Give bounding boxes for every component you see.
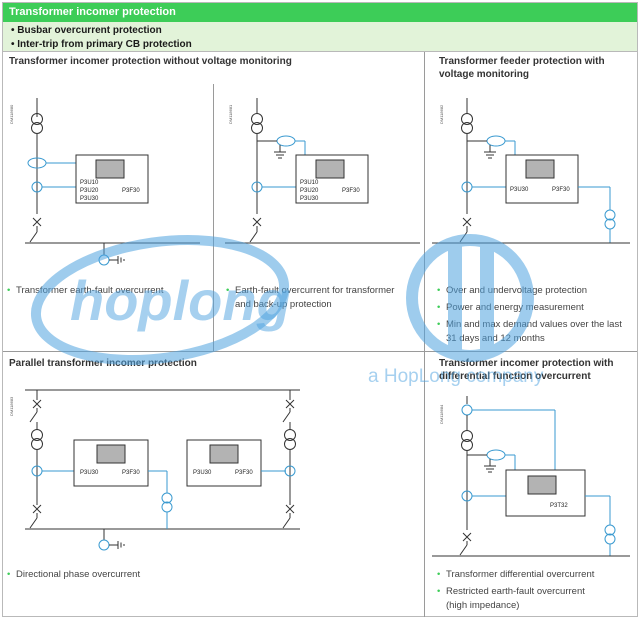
- p1b-relay-label-3: P3U30: [300, 196, 319, 202]
- p2-relay-left: P3U30: [510, 187, 529, 193]
- p1b-relay-label-1: P3U10: [300, 180, 319, 186]
- panel1a-diagram: [25, 98, 200, 266]
- divider-p1-inner: [213, 84, 214, 351]
- p1a-relay-label-1: P3U10: [80, 180, 99, 186]
- p1a-relay-label-3: P3U30: [80, 196, 99, 202]
- panel2-title-line1: Transformer feeder protection with: [439, 56, 605, 67]
- p2-bullet-3: Min and max demand values over the last3…: [437, 318, 622, 346]
- section-header: Transformer incomer protection: [3, 3, 637, 22]
- p1a-relay-label-2: P3U20: [80, 188, 99, 194]
- header-bullet-2: • Inter-trip from primary CB protection: [11, 39, 192, 50]
- p4-bullet-1: Transformer differential overcurrent: [437, 568, 594, 582]
- p2-bullet-2: Power and energy measurement: [437, 301, 584, 315]
- p3-relay2-left: P3U30: [193, 470, 212, 476]
- panel2-title-line2: voltage monitoring: [439, 69, 529, 80]
- p4-relay: P3T32: [550, 503, 568, 509]
- panel1-title: Transformer incomer protection without v…: [9, 56, 292, 67]
- panel1b-diagram: [225, 98, 420, 244]
- p1b-bullet-1: Earth-fault overcurrent for transformera…: [226, 284, 394, 312]
- p1a-bullet-1: Transformer earth-fault overcurrent: [7, 284, 164, 298]
- divider-main-horizontal: [3, 351, 637, 352]
- panel2-diagram: [432, 98, 630, 244]
- p3-relay2-right: P3F30: [235, 470, 253, 476]
- header-bullets: • Busbar overcurrent protection • Inter-…: [3, 22, 637, 52]
- p3-relay1-right: P3F30: [122, 470, 140, 476]
- p1b-relay-label-2: P3U20: [300, 188, 319, 194]
- p3-bullet-1: Directional phase overcurrent: [7, 568, 140, 582]
- panel4-title-line1: Transformer incomer protection with: [439, 358, 614, 369]
- header-bullet-1: • Busbar overcurrent protection: [11, 25, 162, 36]
- panel4-diagram: [432, 396, 630, 557]
- p1a-relay-right: P3F30: [122, 188, 140, 194]
- p2-relay-right: P3F30: [552, 187, 570, 193]
- p2-bullet-1: Over and undervoltage protection: [437, 284, 587, 298]
- panel3-diagram: [25, 389, 300, 551]
- p3-relay1-left: P3U30: [80, 470, 99, 476]
- p4-bullet-2: Restricted earth-fault overcurrent(high …: [437, 585, 585, 613]
- p1b-relay-right: P3F30: [342, 188, 360, 194]
- panel4-title-line2: differential function overcurrent: [439, 371, 591, 382]
- section-title: Transformer incomer protection: [9, 6, 176, 18]
